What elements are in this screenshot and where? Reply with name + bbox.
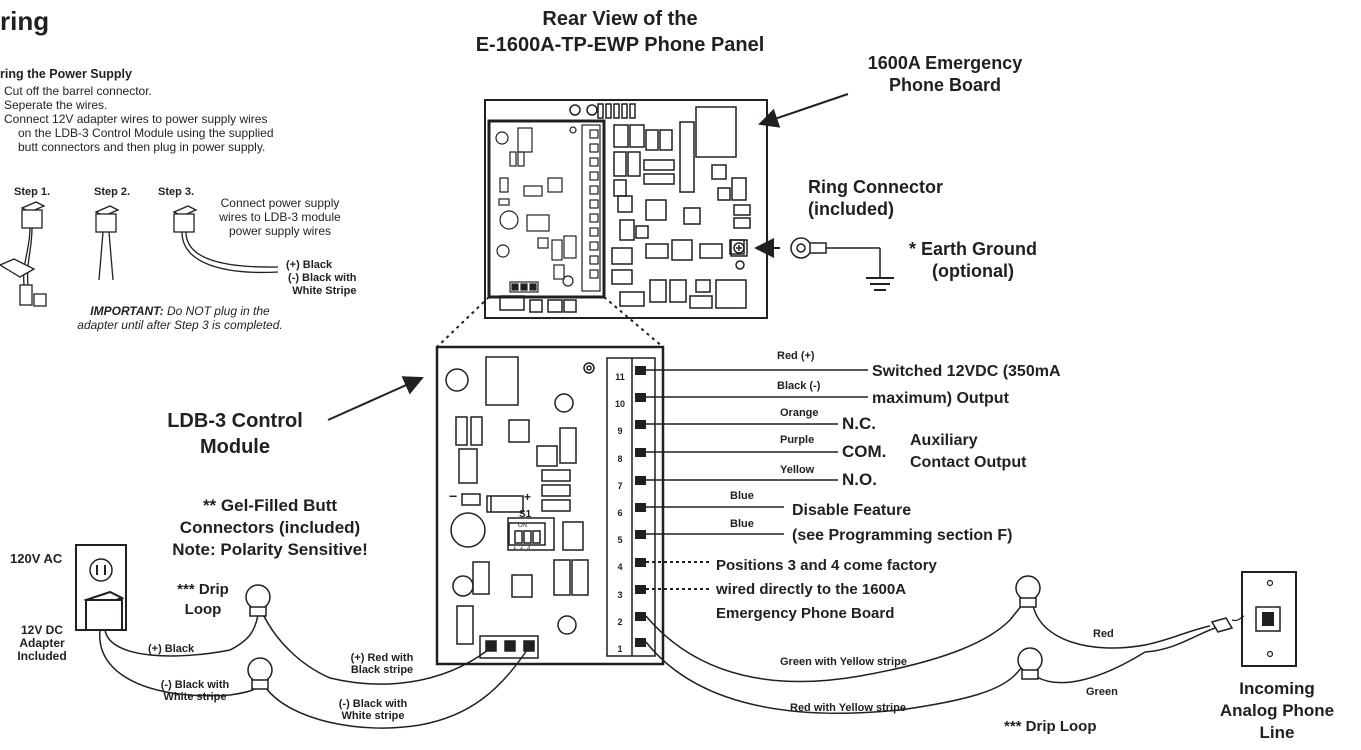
power-supply-steps: Cut off the barrel connector. Seperate t… bbox=[4, 84, 274, 154]
step3-note: Connect power supply wires to LDB-3 modu… bbox=[219, 196, 341, 238]
gel-filled-label: ** Gel-Filled Butt Connectors (included)… bbox=[172, 496, 368, 559]
phone-jack-icon bbox=[1210, 571, 1297, 667]
ldb3-module bbox=[435, 345, 665, 666]
wire-blue-5: Blue bbox=[730, 518, 754, 530]
switch-nums: 1 2 3 bbox=[513, 545, 532, 551]
butt-connector-icon bbox=[1015, 575, 1043, 680]
adapter-label: 12V DC Adapter Included bbox=[17, 623, 67, 663]
step3-label: Step 3. bbox=[158, 186, 195, 198]
adapter-icon bbox=[83, 590, 125, 631]
drip-loop-left: *** Drip Loop bbox=[177, 581, 229, 618]
wire-green: Green bbox=[1086, 686, 1118, 698]
wire-yellow: Yellow bbox=[780, 464, 815, 476]
ldb3-label: LDB-3 Control Module bbox=[167, 410, 303, 458]
ring-connector-label: Ring Connector (included) bbox=[808, 177, 943, 219]
zoom-line-right bbox=[603, 296, 664, 348]
switched-12v-label: Switched 12VDC (350mA maximum) Output bbox=[872, 363, 1061, 407]
earth-ground-label: * Earth Ground (optional) bbox=[908, 239, 1037, 281]
drip-loop-right: *** Drip Loop bbox=[1004, 718, 1097, 735]
ground-icon bbox=[866, 277, 894, 291]
wire-purple: Purple bbox=[780, 434, 815, 446]
wire-red-yellow: Red with Yellow stripe bbox=[790, 702, 906, 714]
phone-board bbox=[484, 99, 768, 319]
wire-plus-black: (+) Black bbox=[148, 643, 195, 655]
power-wires bbox=[99, 611, 528, 729]
zoom-line-left bbox=[436, 296, 490, 348]
incoming-line-label: Incoming Analog Phone Line bbox=[1219, 679, 1335, 742]
step1-label: Step 1. bbox=[14, 186, 51, 198]
step2-label: Step 2. bbox=[94, 186, 131, 198]
step3-minus-black: (-) Black with White Stripe bbox=[288, 272, 357, 297]
no-label: N.O. bbox=[842, 470, 877, 489]
terminal-strip-screws bbox=[635, 366, 646, 647]
switch-on-label: ON bbox=[518, 523, 527, 529]
page-title: ring bbox=[0, 6, 50, 36]
ldb3-arrow bbox=[327, 376, 424, 421]
wire-orange: Orange bbox=[780, 407, 819, 419]
emergency-board-arrow bbox=[758, 93, 849, 128]
ldb3-inset bbox=[487, 119, 606, 299]
step-icons bbox=[0, 201, 279, 307]
wire-green-yellow: Green with Yellow stripe bbox=[780, 656, 907, 668]
battery-plus: + bbox=[524, 490, 532, 504]
wire-red: Red bbox=[1093, 628, 1114, 640]
com-label: COM. bbox=[842, 442, 887, 461]
nc-label: N.C. bbox=[842, 414, 876, 433]
step3-plus-black: (+) Black bbox=[286, 259, 333, 271]
rear-view-title: Rear View of the E-1600A-TP-EWP Phone Pa… bbox=[475, 8, 765, 56]
power-supply-heading: ring the Power Supply bbox=[0, 67, 132, 81]
wire-blue-6: Blue bbox=[730, 490, 754, 502]
output-wires bbox=[646, 369, 868, 590]
important-note: IMPORTANT: Do NOT plug in the adapter un… bbox=[77, 304, 283, 332]
wire-plus-red-black: (+) Red with Black stripe bbox=[350, 652, 414, 676]
wire-black-minus: Black (-) bbox=[777, 380, 821, 392]
battery-minus: − bbox=[449, 488, 458, 504]
terminal-numbers: 11 10 9 8 7 6 5 4 3 2 1 bbox=[614, 372, 625, 655]
wire-minus-black-white: (-) Black with White stripe bbox=[160, 679, 230, 703]
wire-red-plus: Red (+) bbox=[777, 350, 815, 362]
phone-wires bbox=[645, 604, 1216, 714]
ac-label: 120V AC bbox=[10, 551, 63, 566]
positions-label: Positions 3 and 4 come factory wired dir… bbox=[716, 557, 937, 622]
butt-connector-icon bbox=[245, 584, 273, 690]
emergency-board-label: 1600A Emergency Phone Board bbox=[867, 53, 1023, 95]
switch-label: S1 bbox=[519, 509, 532, 520]
disable-label: Disable Feature (see Programming section… bbox=[792, 502, 1013, 544]
aux-label: Auxiliary Contact Output bbox=[910, 432, 1027, 471]
wire-minus-black-white-2: (-) Black with White stripe bbox=[338, 698, 408, 722]
ring-connector-icon bbox=[790, 237, 881, 278]
